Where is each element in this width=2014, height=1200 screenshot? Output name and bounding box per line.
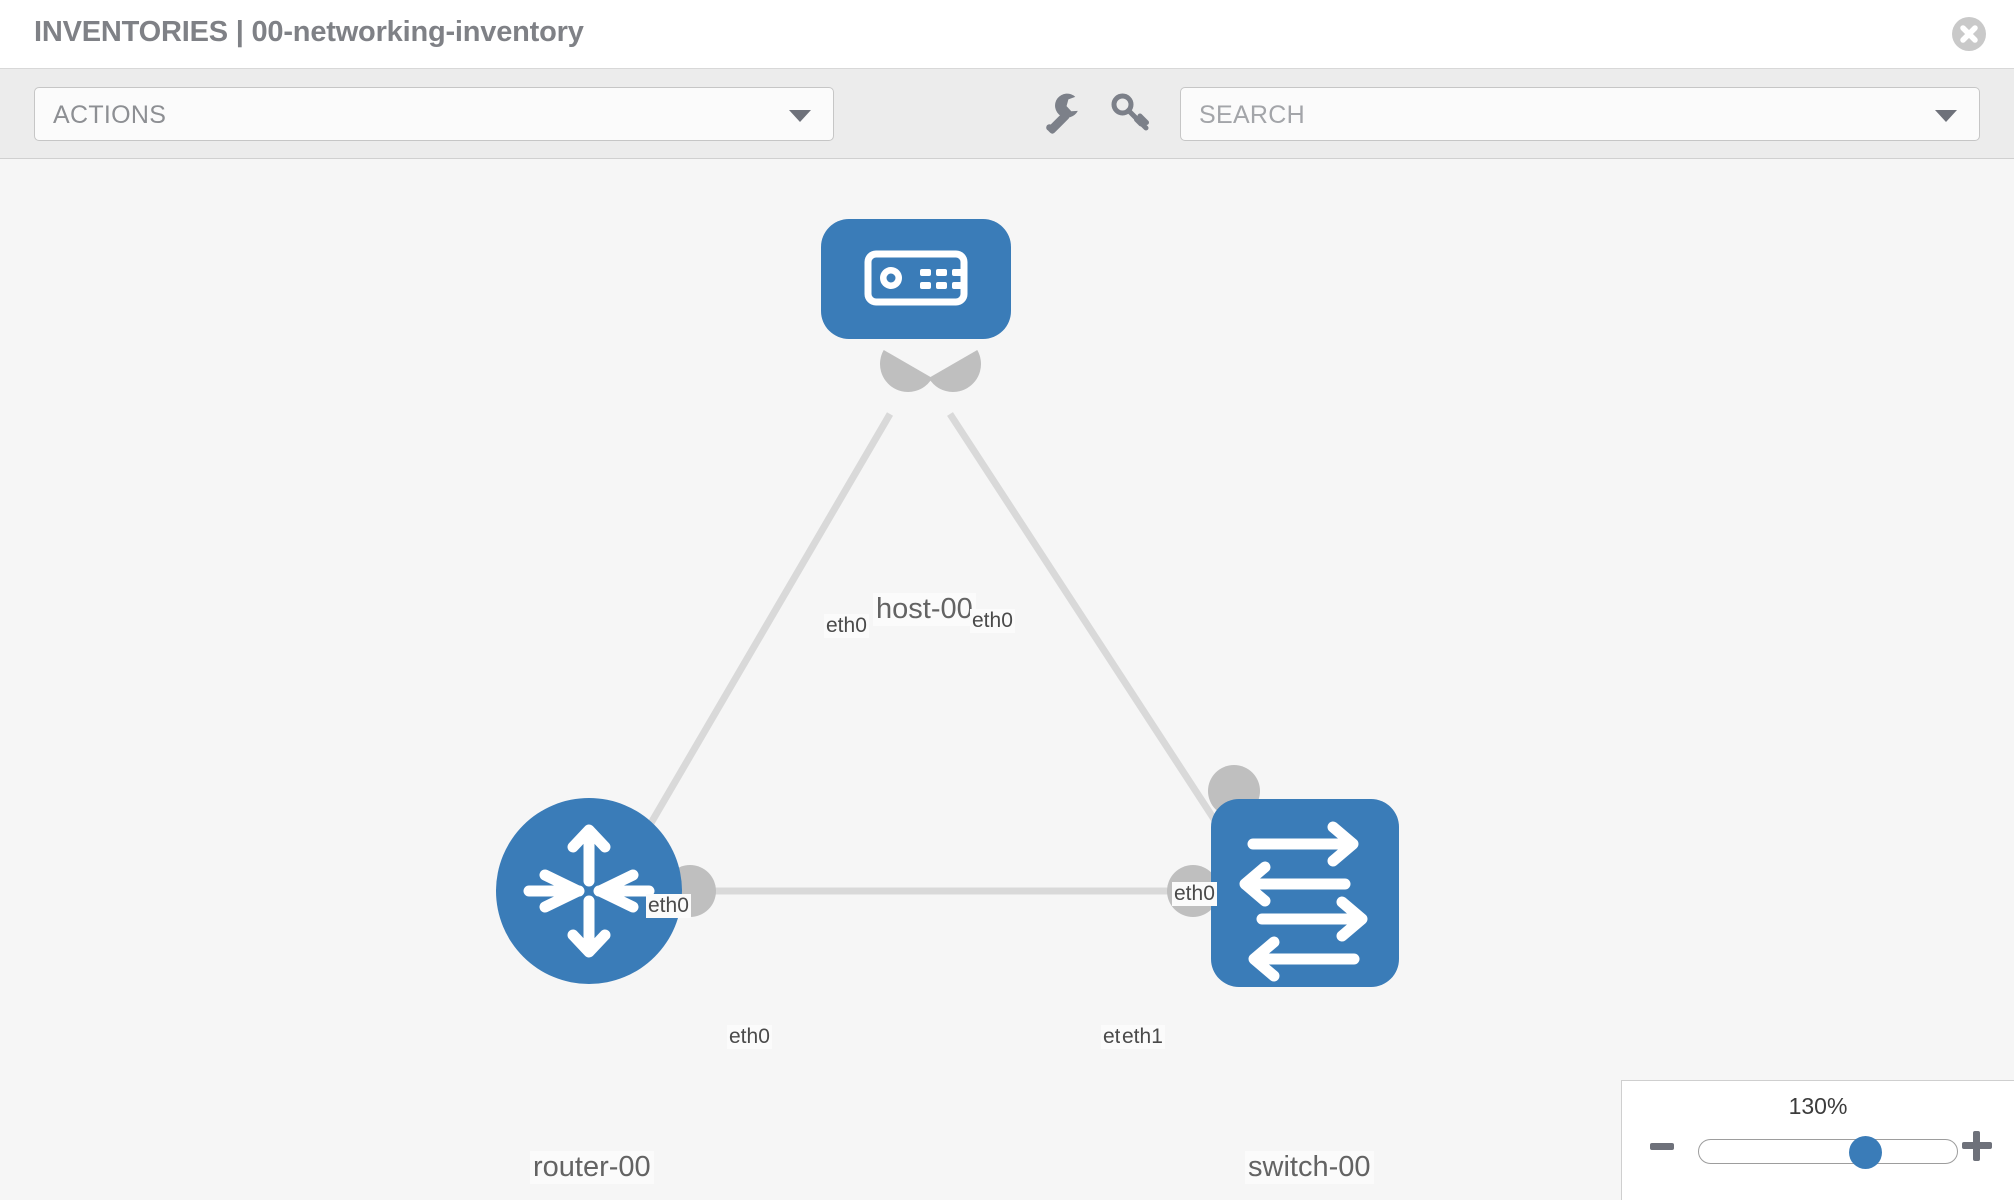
key-icon[interactable] (1107, 89, 1155, 137)
search-input[interactable]: SEARCH (1180, 87, 1980, 141)
router-arrows-icon (523, 824, 655, 958)
minus-icon[interactable] (1650, 1143, 1674, 1150)
page-header: INVENTORIES | 00-networking-inventory (0, 0, 2014, 69)
node-router-00[interactable] (496, 798, 682, 984)
toolbar: ACTIONS SEARC (0, 69, 2014, 159)
endpoint-host00-eth0-right (928, 350, 981, 392)
topology-graph (496, 219, 1399, 987)
plus-icon[interactable] (1962, 1131, 1992, 1161)
actions-dropdown-label: ACTIONS (53, 101, 167, 129)
link-host00-switch00 (947, 412, 1243, 861)
search-placeholder: SEARCH (1199, 101, 1305, 129)
iface-label: eth0 (1172, 882, 1217, 906)
iface-label: eth0 (727, 1025, 772, 1049)
zoom-control-panel: 130% (1621, 1080, 2014, 1200)
close-icon[interactable] (1952, 17, 1986, 51)
iface-label: eth0 (970, 609, 1015, 633)
node-label-host-00: host-00 (873, 593, 976, 626)
iface-label: eth1 (1120, 1025, 1165, 1049)
page-title: INVENTORIES | 00-networking-inventory (34, 16, 584, 48)
node-host-00[interactable] (821, 219, 1011, 339)
endpoint-host00-eth0-left (880, 350, 933, 392)
topology-links (626, 412, 1243, 895)
chevron-down-icon[interactable] (1935, 110, 1957, 122)
link-host00-router00 (626, 412, 894, 861)
topology-canvas[interactable]: host-00 router-00 switch-00 eth0 eth0 et… (0, 159, 2014, 1200)
chevron-down-icon (789, 110, 811, 122)
zoom-slider-row (1622, 1131, 2014, 1171)
node-switch-00[interactable] (1211, 799, 1399, 987)
server-appliance-icon (864, 250, 968, 306)
iface-label: eth0 (824, 614, 869, 638)
iface-label: eth0 (646, 894, 691, 918)
node-label-router-00: router-00 (530, 1151, 654, 1184)
zoom-slider-thumb[interactable] (1849, 1136, 1882, 1169)
server-led-grid (920, 269, 963, 289)
wrench-icon[interactable] (1039, 89, 1087, 137)
zoom-percent-label: 130% (1788, 1093, 1848, 1119)
zoom-slider[interactable] (1698, 1136, 1958, 1169)
switch-arrows-icon (1239, 821, 1368, 982)
node-label-switch-00: switch-00 (1245, 1151, 1374, 1184)
actions-dropdown[interactable]: ACTIONS (34, 87, 834, 141)
